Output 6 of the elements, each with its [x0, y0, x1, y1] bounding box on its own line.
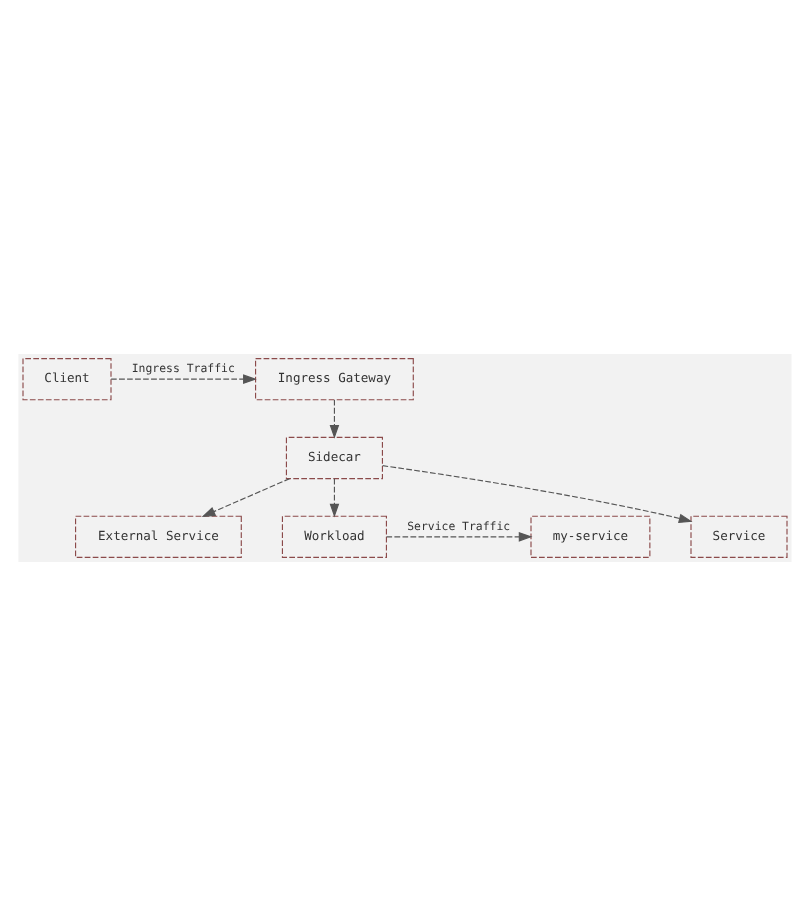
arrow [382, 464, 693, 522]
arrow [385, 531, 533, 541]
arrow [329, 477, 340, 517]
arrow [329, 398, 340, 438]
arrow [201, 477, 291, 516]
arrow [110, 373, 257, 383]
